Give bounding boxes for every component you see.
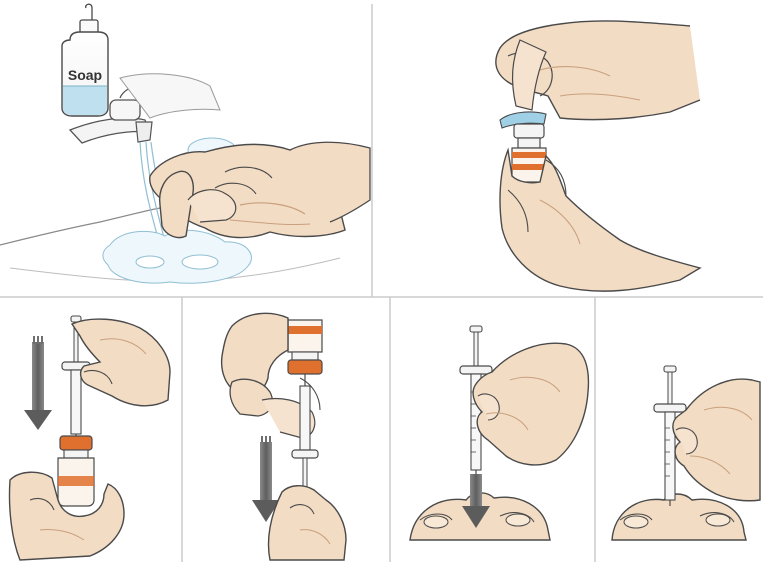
lower-hand (269, 486, 347, 560)
soap-label: Soap (68, 67, 102, 83)
panel-insert-needle (9, 316, 170, 560)
panel-remove-vial-cap (496, 21, 700, 291)
syringe-icon (292, 374, 318, 500)
panel-wash-hands: Soap (0, 4, 370, 283)
vial-icon (58, 436, 94, 506)
panel-draw-insulin (222, 313, 346, 560)
soap-bottle-icon: Soap (62, 4, 108, 116)
down-arrow-icon (24, 336, 52, 430)
vial-icon (512, 124, 546, 182)
vial-icon (288, 320, 322, 374)
panel-withdraw (612, 366, 760, 540)
panel-inject (410, 326, 588, 540)
